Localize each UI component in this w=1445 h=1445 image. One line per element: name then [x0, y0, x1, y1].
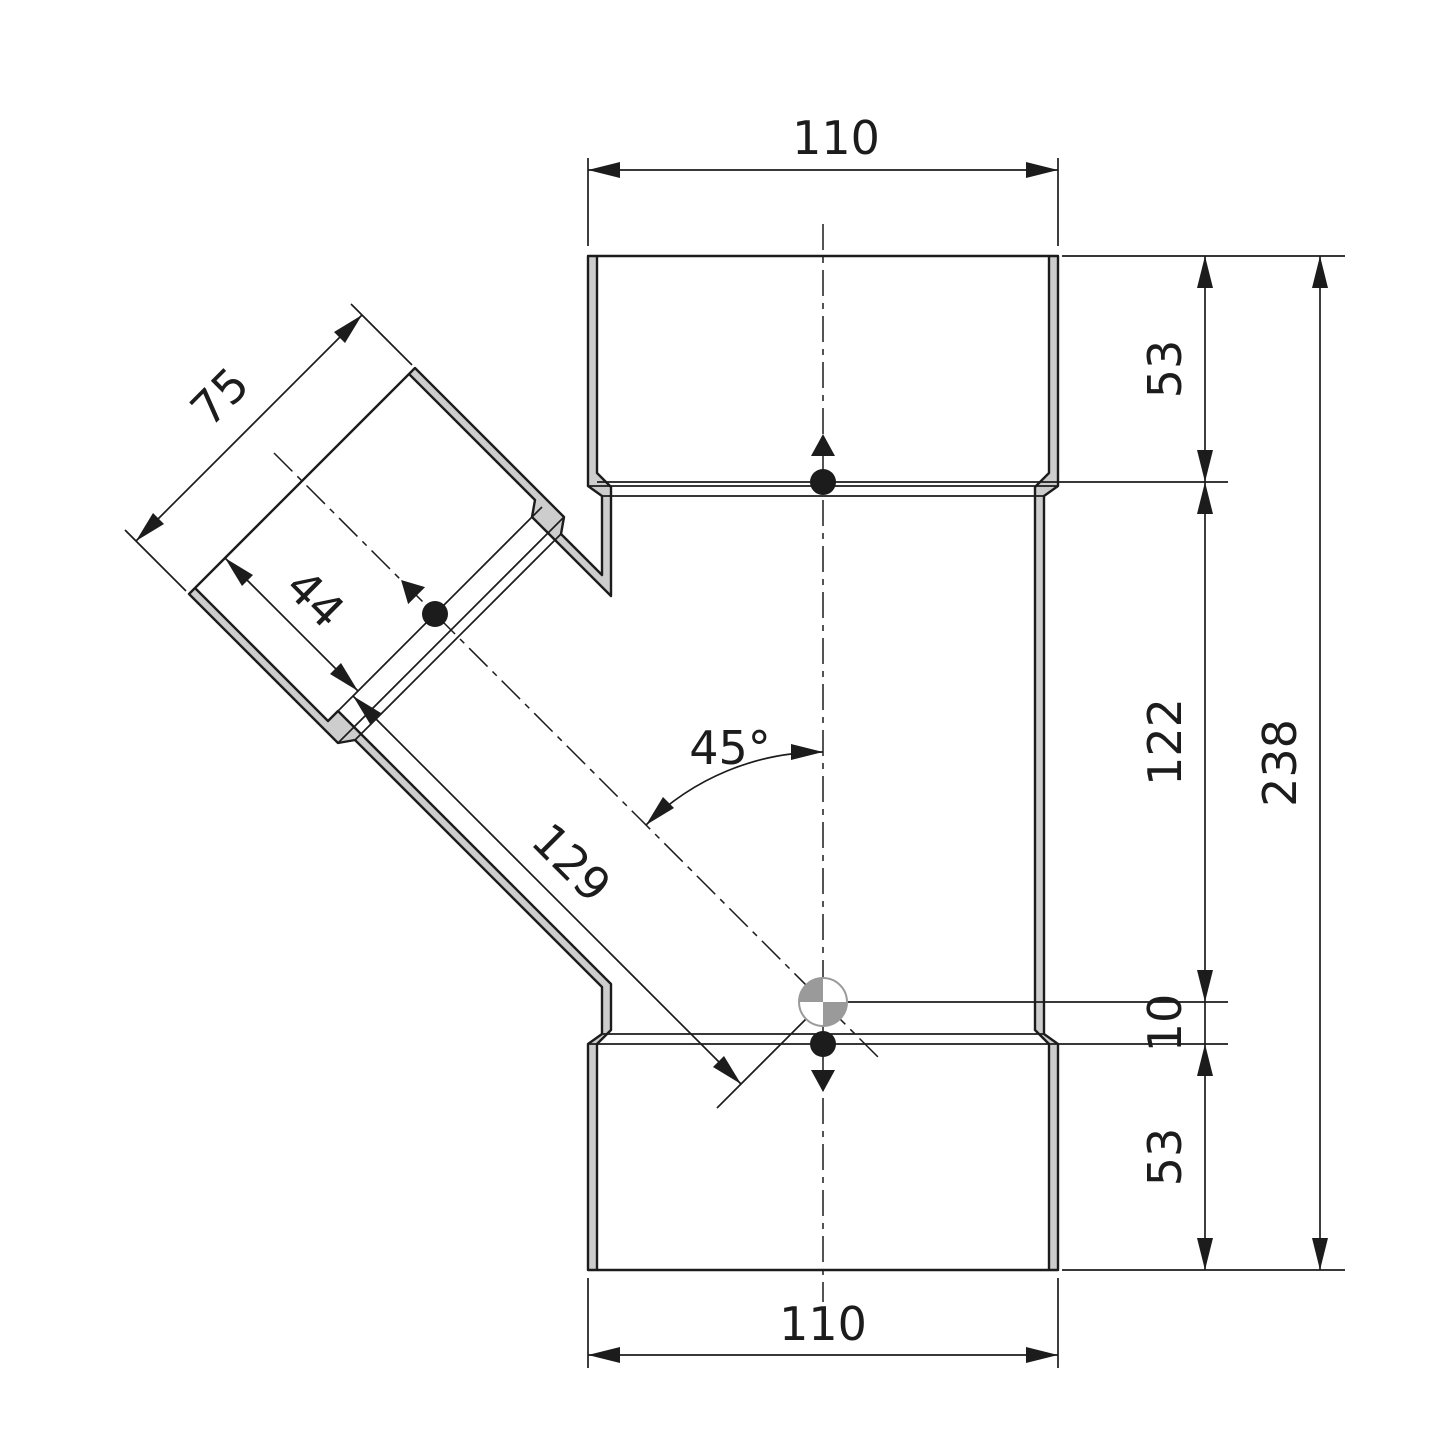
arrowheads: [136, 162, 1328, 1363]
arrowhead: [646, 797, 674, 825]
dim-overall-height-text: 238: [1253, 719, 1307, 807]
arrowhead: [1197, 970, 1213, 1002]
insert-marker-branch: [401, 580, 448, 627]
arrowhead: [1197, 1044, 1213, 1076]
insert-marker-bottom: [810, 1031, 836, 1092]
arrowhead: [1197, 450, 1213, 482]
dim-branch-offset-text: 10: [1138, 994, 1192, 1053]
arrowhead: [1197, 256, 1213, 288]
dim-branch-length-text: 129: [521, 813, 621, 913]
arrowhead: [353, 696, 381, 724]
center-of-gravity-symbol: [798, 977, 848, 1027]
dim-top-socket-text: 53: [1138, 340, 1192, 399]
dim-top-width-text: 110: [792, 111, 880, 165]
arrowhead: [713, 1056, 741, 1084]
dim-branch-socket-text: 44: [276, 559, 356, 639]
fitting-wall: [187, 254, 1060, 1272]
branch-centerline: [273, 452, 881, 1060]
dim-bottom-width-text: 110: [779, 1297, 867, 1351]
branch-hub-step-line: [354, 533, 562, 741]
arrowhead: [334, 315, 362, 343]
arrowhead: [1312, 256, 1328, 288]
cg-quadrant: [823, 1002, 847, 1026]
arrowhead: [588, 1347, 620, 1363]
dim-branch-length-line: [352, 695, 742, 1085]
extension-lines: [124, 158, 1345, 1368]
arrowhead: [1197, 1238, 1213, 1270]
extension-line: [124, 529, 187, 592]
arrowhead: [1197, 482, 1213, 514]
dim-branch-outer-line: [135, 314, 363, 542]
arrowhead: [225, 558, 253, 586]
dim-branch-angle-text: 45°: [689, 721, 771, 775]
marker-dot: [810, 1031, 836, 1057]
centerlines: [273, 224, 881, 1302]
arrowhead: [330, 663, 358, 691]
marker-dot: [422, 601, 448, 627]
arrowhead: [136, 513, 164, 541]
arrowhead: [588, 162, 620, 178]
arrowhead: [1026, 1347, 1058, 1363]
arrowhead: [1312, 1238, 1328, 1270]
marker-dot: [810, 469, 836, 495]
insert-marker-top: [810, 434, 836, 495]
dim-body-middle-text: 122: [1138, 698, 1192, 786]
marker-arrow-icon: [811, 434, 835, 456]
arrowhead: [1026, 162, 1058, 178]
dimension-lines: [135, 169, 1321, 1356]
arrowhead: [791, 744, 823, 760]
extension-line: [350, 303, 413, 366]
marker-arrow-icon: [401, 580, 426, 605]
cg-quadrant: [799, 978, 823, 1002]
dim-bottom-socket-text: 53: [1138, 1128, 1192, 1187]
marker-arrow-icon: [811, 1070, 835, 1092]
dim-branch-outer-text: 75: [180, 357, 260, 437]
extension-line: [716, 1015, 810, 1109]
